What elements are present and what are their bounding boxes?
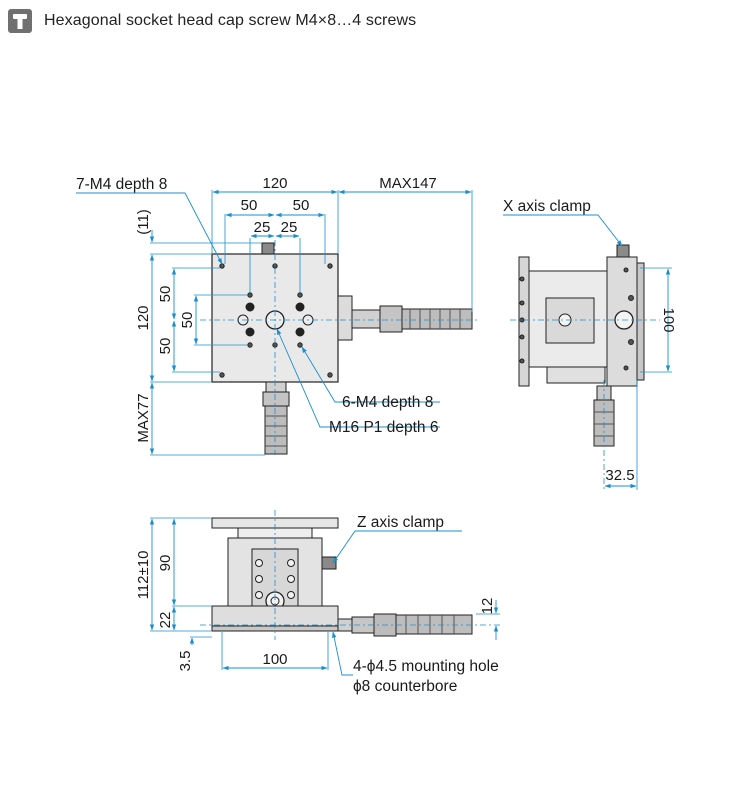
dim-height-120: 120 — [135, 305, 152, 330]
dim-side-100: 100 — [660, 307, 677, 332]
callout-7m4-depth8: 7-M4 depth 8 — [76, 176, 167, 193]
x-clamp-screw — [616, 244, 630, 258]
top-view: 120 MAX147 50 50 25 25 (11) 120 MAX77 50… — [76, 175, 478, 456]
dimension-lines — [149, 189, 472, 455]
dim-22: 22 — [157, 612, 174, 629]
callout-leaders — [76, 192, 440, 428]
z-clamp-screw — [321, 556, 337, 570]
dim-width-120: 120 — [262, 175, 287, 192]
callout-6m4-depth8: 6-M4 depth 8 — [342, 394, 433, 411]
callout-m16-p1-depth6: M16 P1 depth 6 — [329, 419, 438, 436]
clamp-screw — [261, 242, 275, 255]
dim-32-5: 32.5 — [605, 467, 634, 484]
hex-socket-screw-icon — [8, 9, 32, 33]
front-micrometer — [337, 613, 473, 637]
dim-25-left: 25 — [254, 219, 271, 236]
center-lines — [200, 240, 478, 455]
dim-50-right: 50 — [293, 197, 310, 214]
callout-x-axis-clamp: X axis clamp — [503, 198, 591, 215]
dim-50-left: 50 — [241, 197, 258, 214]
dim-90: 90 — [157, 555, 174, 572]
extension-lines — [150, 190, 473, 456]
callout-z-axis-clamp: Z axis clamp — [357, 514, 444, 531]
callout-counterbore: ϕ8 counterbore — [353, 678, 457, 695]
y-micrometer — [262, 381, 290, 455]
dim-11: (11) — [135, 209, 152, 235]
dim-v50-mid: 50 — [179, 312, 196, 329]
page-title: Hexagonal socket head cap screw M4×8…4 s… — [44, 12, 417, 29]
dim-max77: MAX77 — [135, 393, 152, 442]
dim-v50-bottom: 50 — [157, 338, 174, 355]
dim-front-100: 100 — [262, 651, 287, 668]
dim-112: 112±10 — [135, 551, 152, 600]
front-view: Z axis clamp 112±10 90 22 3.5 12 100 4-ϕ… — [135, 510, 500, 695]
callout-mounting-hole: 4-ϕ4.5 mounting hole — [353, 658, 499, 675]
dim-max147: MAX147 — [379, 175, 437, 192]
x-micrometer — [337, 295, 473, 341]
dim-25-right: 25 — [281, 219, 298, 236]
dim-3-5: 3.5 — [177, 651, 194, 672]
dim-12: 12 — [479, 598, 496, 615]
side-view: X axis clamp 100 32.5 — [503, 198, 677, 490]
dim-v50-top: 50 — [157, 286, 174, 303]
header: Hexagonal socket head cap screw M4×8…4 s… — [8, 8, 416, 34]
